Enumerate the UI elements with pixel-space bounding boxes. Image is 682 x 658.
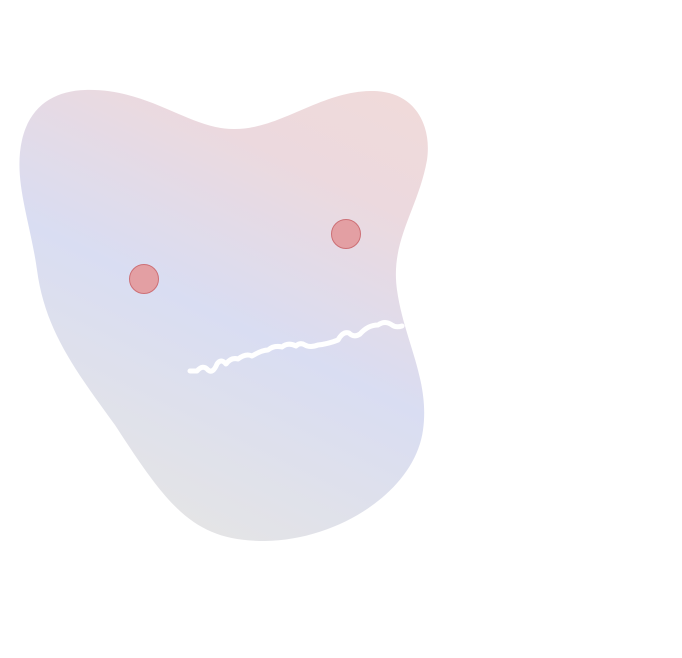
left-eye	[129, 264, 159, 294]
right-eye	[331, 219, 361, 249]
blob-body	[19, 89, 428, 542]
wavy-mouth	[187, 320, 405, 374]
